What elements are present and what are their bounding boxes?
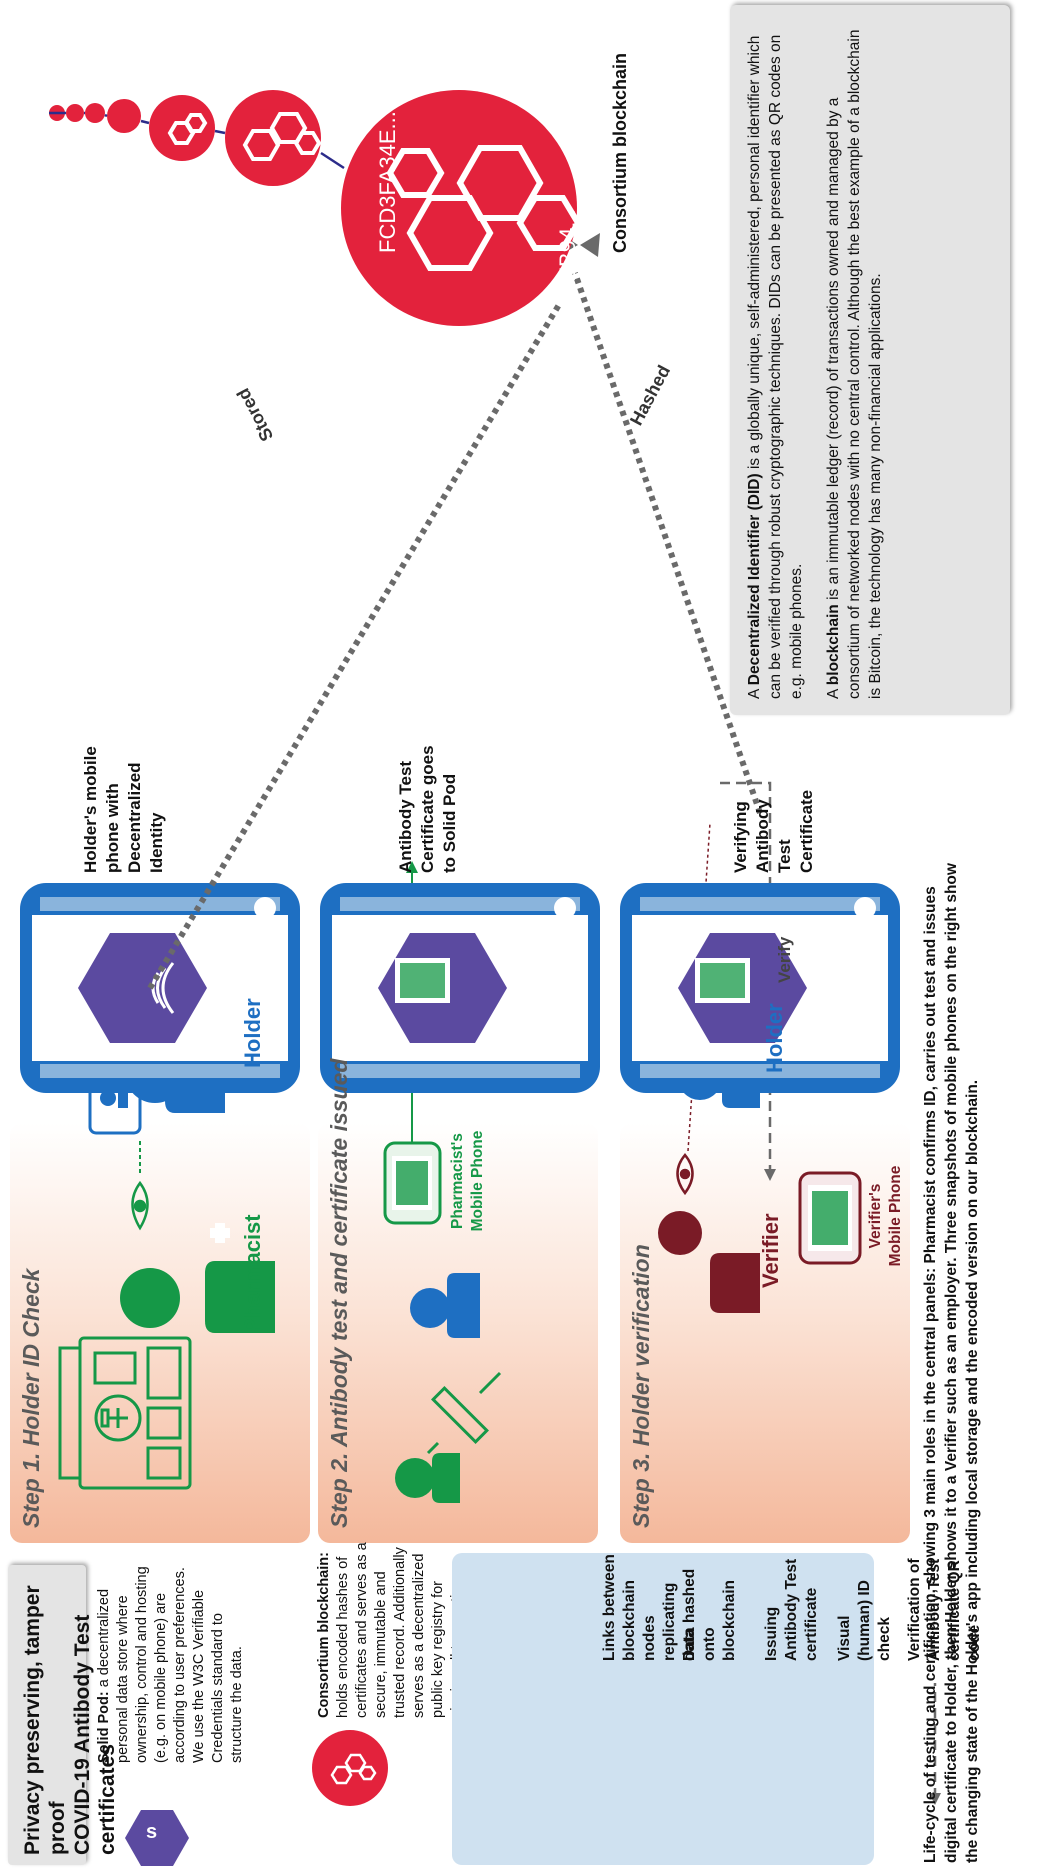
info-bc-text: is an immutable ledger (record) of trans… [825, 29, 884, 699]
step1-title: Step 1. Holder ID Check [18, 1268, 44, 1528]
verifier-phone-label-line2: Mobile Phone [887, 1165, 904, 1267]
info-bc-pre: A [825, 685, 842, 699]
pharmacist-label: Pharmacist [240, 1214, 265, 1333]
solid-pod-text: a decentralized personal data store wher… [96, 1566, 245, 1763]
phone3-label-line2: Antibody [753, 799, 772, 873]
verifier-phone-label: Verifier's Mobile Phone [866, 1151, 906, 1281]
pharmacist-small-icon [395, 1453, 460, 1503]
verifier-phone-label-line1: Verifier's [867, 1183, 884, 1249]
holder-label-step3: Holder [762, 1003, 787, 1073]
solid-pod-icon [125, 1810, 189, 1866]
verifier-label: Verifier [758, 1213, 783, 1288]
blockchain-hash-2: 79A6EB94... [555, 209, 580, 333]
phone1-label-line2: phone with [103, 783, 122, 873]
holder-label-step1: Holder [240, 998, 265, 1068]
consortium-text: holds encoded hashes of certificates and… [335, 1542, 465, 1718]
consortium-term: Consortium blockchain: [316, 1552, 332, 1718]
eye-icon [131, 1180, 149, 1231]
solid-pod-definition: Solid Pod: a decentralized personal data… [95, 1553, 247, 1763]
blockchain-hash-1: FCD3FA34E... [375, 111, 400, 253]
blockchain-main-hex-icon [386, 145, 582, 271]
phone3-label-line3: Test [775, 839, 794, 873]
solid-pod-term: Solid Pod: [96, 1691, 112, 1763]
info-did-pre: A [746, 685, 763, 699]
phone1-label-line3: Decentralized [125, 762, 144, 873]
phone1-label-line4: Identity [147, 812, 166, 873]
pharmacist-phone-label-line2: Mobile Phone [469, 1130, 486, 1232]
svg-text:s: s [146, 1821, 157, 1843]
info-bc-term: blockchain [825, 604, 842, 686]
info-box: A Decentralized Identifier (DID) is a gl… [730, 5, 1010, 715]
verifier-phone-icon [798, 1171, 862, 1265]
phone2-icon [320, 883, 600, 1093]
verify-label: Verify [775, 936, 794, 983]
pharmacist-figure-icon [120, 1223, 275, 1333]
legend-verify-arrow-icon [929, 1683, 941, 1805]
info-did: A Decentralized Identifier (DID) is a gl… [744, 21, 807, 699]
phone1-icon [20, 883, 300, 1093]
holder-small-icon [410, 1273, 480, 1338]
verifier-eye-icon [676, 1153, 694, 1196]
issuing-arrow-head [406, 861, 418, 873]
phone3-label-line1: Verifying [731, 801, 750, 873]
consortium-definition: Consortium blockchain: holds encoded has… [315, 1538, 467, 1718]
legend-item-visual-check: Visual (human) ID check [836, 1580, 893, 1661]
phone2-label-line2: Certificate goes [418, 745, 437, 873]
info-did-term: Decentralized Identifier (DID) [746, 473, 763, 686]
step1-panel [10, 1123, 310, 1543]
syringe-icon [426, 1371, 502, 1455]
stored-arrow-head [580, 233, 600, 257]
phone2-label: Antibody Test Certificate goes to Solid … [395, 745, 461, 873]
phone1-label-line1: Holder's mobile [81, 746, 100, 873]
pharmacy-building-icon [58, 1336, 192, 1490]
verify-arrow-head [764, 1169, 776, 1181]
figure-caption: Life-cycle of testing and certification,… [922, 863, 981, 1863]
phone3-label: Verifying Antibody Test Certificate [730, 790, 818, 873]
step2-title: Step 2. Antibody test and certificate is… [326, 1058, 352, 1528]
verifier-figure-icon [658, 1211, 760, 1313]
phone2-label-line1: Antibody Test [396, 760, 415, 873]
pharmacist-phone-icon [383, 1141, 442, 1225]
phone3-icon [620, 883, 900, 1093]
blockchain-chain [49, 90, 582, 326]
title-box: Privacy preserving, tamper proof COVID-1… [8, 1565, 119, 1865]
phone2-label-line3: to Solid Pod [440, 773, 459, 873]
legend-item-data-hashed: Data hashed onto blockchain [681, 1568, 738, 1661]
stored-arrow-line [147, 301, 563, 990]
step3-title: Step 3. Holder verification [628, 1244, 654, 1528]
blockchain-node-hex-icon [330, 1753, 377, 1785]
blockchain-label: Consortium blockchain [610, 52, 630, 253]
phone3-label-line4: Certificate [797, 789, 816, 873]
pharmacist-phone-label: Pharmacist's Mobile Phone [448, 1121, 488, 1241]
info-blockchain: A blockchain is an immutable ledger (rec… [823, 21, 886, 699]
title-line1: Privacy preserving, tamper proof [21, 1585, 69, 1855]
pharmacist-phone-label-line1: Pharmacist's [449, 1133, 466, 1229]
legend-item-issuing: Issuing Antibody Test certificate [763, 1558, 820, 1661]
phone1-label: Holder's mobile phone with Decentralized… [80, 746, 168, 873]
